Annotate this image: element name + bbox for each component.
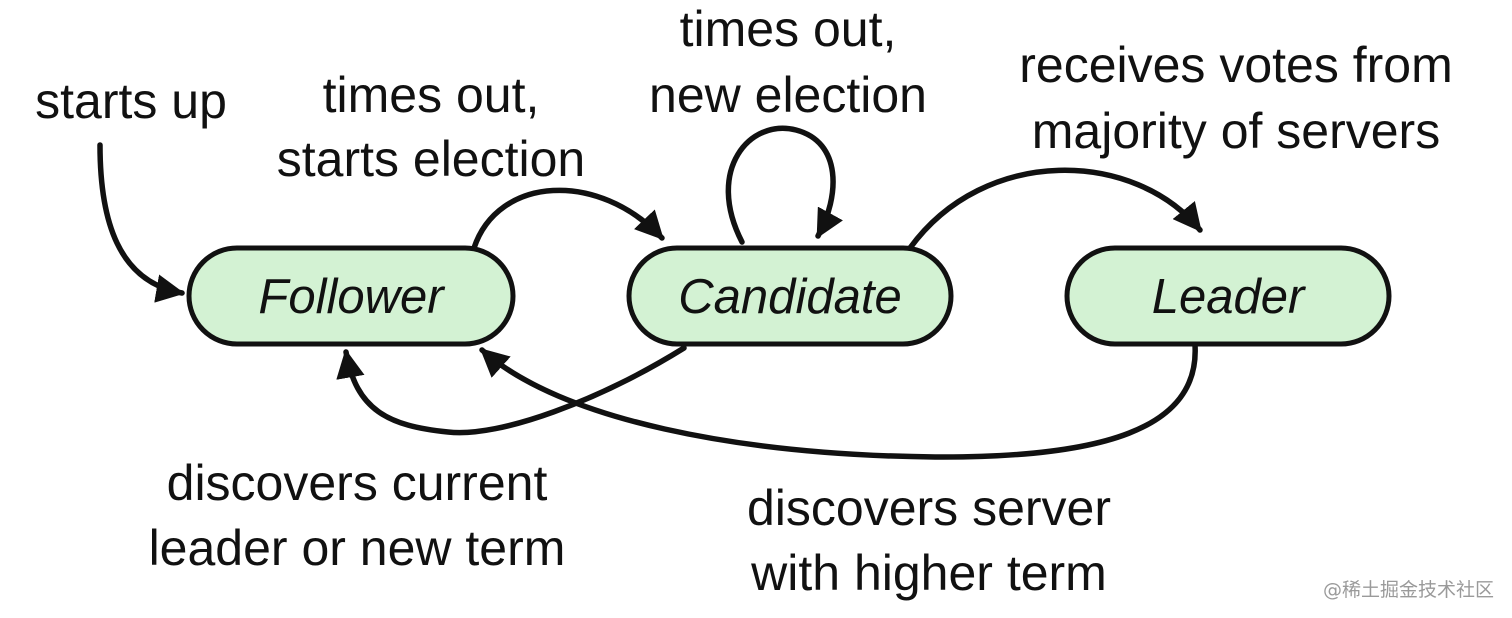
label-discovers-higher-term-line-2: with higher term <box>750 545 1107 601</box>
leader-node-shape <box>1064 245 1392 347</box>
label-starts-up: starts up <box>35 73 227 129</box>
label-receives-votes: receives votes from majority of servers <box>1019 37 1452 159</box>
label-times-out-starts-election-line-1: times out, <box>323 67 540 123</box>
leader-node-label: Leader <box>1152 270 1306 324</box>
leader-state-node: Leader <box>1064 245 1392 347</box>
candidate-state-node: Candidate <box>626 245 954 347</box>
label-times-out-new-election: times out, new election <box>649 1 927 123</box>
candidate-node-label: Candidate <box>678 270 901 324</box>
label-times-out-new-election-line-1: times out, <box>680 1 897 57</box>
edge-candidate-self-loop-arrow <box>725 125 843 245</box>
follower-node-shape <box>186 245 516 347</box>
label-discovers-higher-term: discovers server with higher term <box>747 480 1111 601</box>
edge-candidate-to-leader-arrow <box>907 167 1203 251</box>
label-times-out-new-election-line-2: new election <box>649 67 927 123</box>
edge-candidate-to-follower-arrow <box>336 345 687 436</box>
candidate-node-shape <box>626 245 954 347</box>
label-discovers-higher-term-line-1: discovers server <box>747 480 1111 536</box>
label-discovers-current-leader: discovers current leader or new term <box>149 455 566 576</box>
label-discovers-current-leader-line-2: leader or new term <box>149 520 566 576</box>
edge-starts-up-arrow <box>97 142 185 303</box>
label-receives-votes-line-2: majority of servers <box>1032 103 1440 159</box>
edge-follower-to-candidate-arrow <box>471 187 665 251</box>
watermark-text: @稀土掘金技术社区 <box>1323 579 1494 601</box>
follower-state-node: Follower <box>186 245 516 347</box>
label-receives-votes-line-1: receives votes from <box>1019 37 1452 93</box>
label-discovers-current-leader-line-1: discovers current <box>167 455 548 511</box>
label-times-out-starts-election-line-2: starts election <box>277 131 585 187</box>
label-times-out-starts-election: times out, starts election <box>277 67 585 187</box>
follower-node-label: Follower <box>258 270 445 324</box>
edge-leader-to-follower-arrow <box>479 342 1198 460</box>
